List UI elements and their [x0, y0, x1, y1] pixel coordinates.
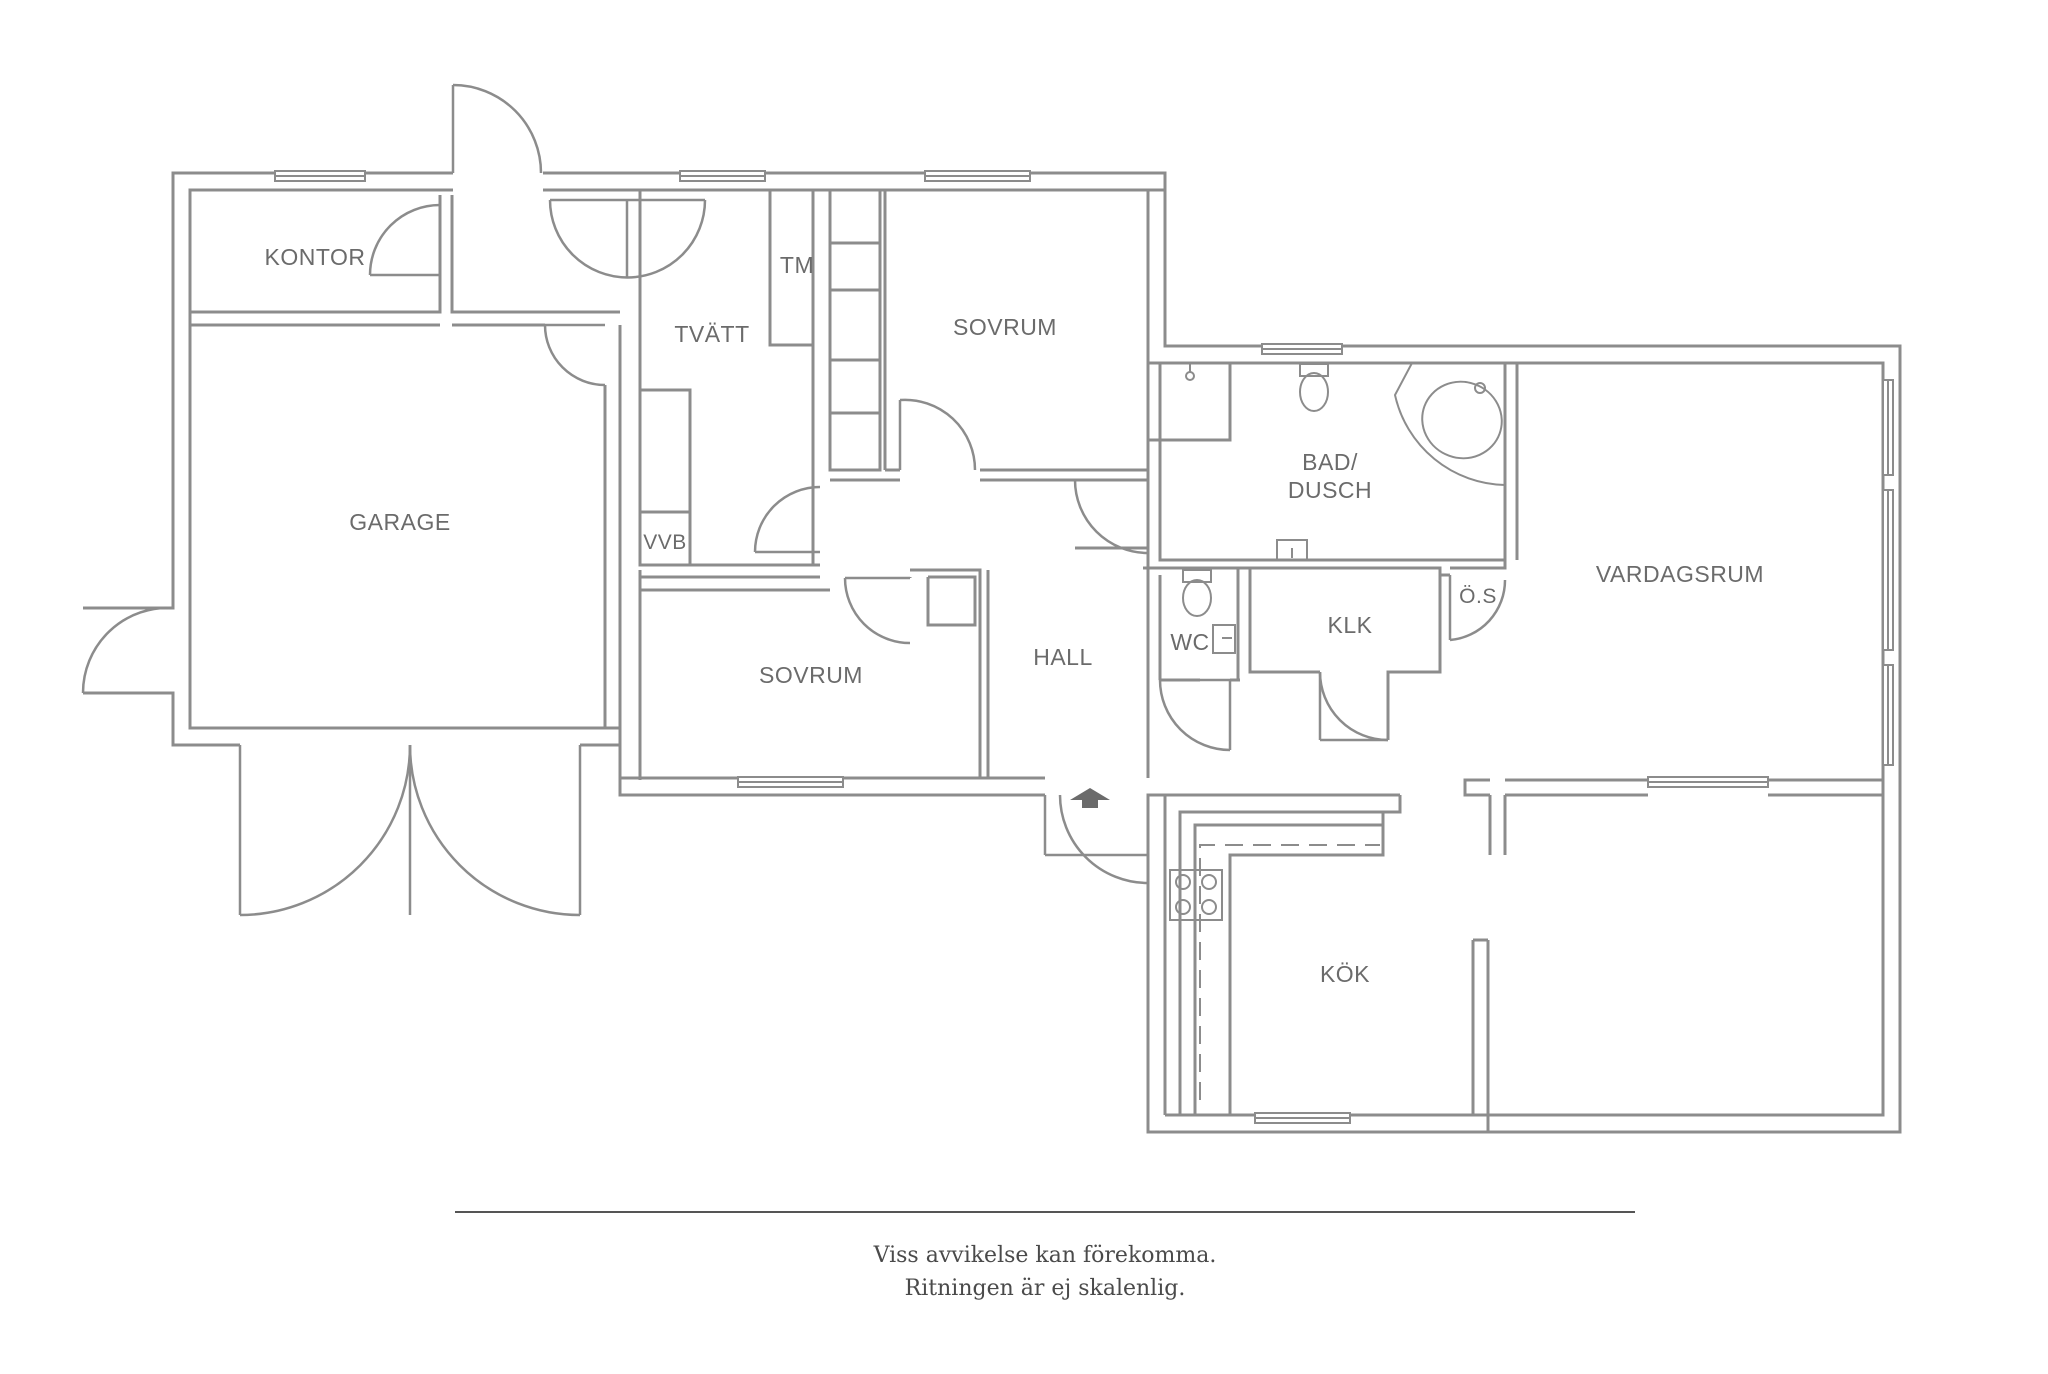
room-label-dusch: DUSCH — [1288, 477, 1372, 503]
shower-icon — [1185, 371, 1195, 381]
room-label-sovrum-bottom: SOVRUM — [759, 662, 863, 688]
disclaimer-line-2: Ritningen är ej skalenlig. — [905, 1276, 1186, 1301]
stove-icon — [1169, 869, 1223, 921]
room-label-hall: HALL — [1033, 644, 1093, 670]
toilet-icon — [1299, 363, 1329, 377]
sink-icon — [1212, 624, 1236, 654]
disclaimer-line-1: Viss avvikelse kan förekomma. — [873, 1243, 1217, 1268]
room-label-os: Ö.S — [1459, 585, 1497, 608]
room-label-kok: KÖK — [1320, 961, 1370, 987]
room-label-sovrum-top: SOVRUM — [953, 314, 1057, 340]
room-label-vvb: VVB — [643, 531, 687, 554]
fixtures — [1169, 362, 1506, 1100]
windows — [274, 170, 1894, 1124]
room-label-bad: BAD/ — [1302, 449, 1358, 475]
doors — [81, 83, 1507, 917]
room-label-wc: WC — [1170, 629, 1209, 655]
room-label-tvatt: TVÄTT — [674, 321, 749, 347]
room-label-tm: TM — [780, 252, 814, 278]
room-label-vardagsrum: VARDAGSRUM — [1596, 561, 1764, 587]
toilet-icon — [1182, 569, 1212, 583]
room-label-garage: GARAGE — [349, 509, 450, 535]
entrance-arrow-icon — [1070, 788, 1110, 808]
bathtub-icon — [1393, 362, 1506, 487]
sink-icon — [1276, 539, 1308, 561]
room-label-kontor: KONTOR — [265, 244, 366, 270]
room-label-klk: KLK — [1328, 612, 1373, 638]
room-labels: KONTOR GARAGE TVÄTT TM VVB SOVRUM SOVRUM… — [265, 244, 1764, 987]
